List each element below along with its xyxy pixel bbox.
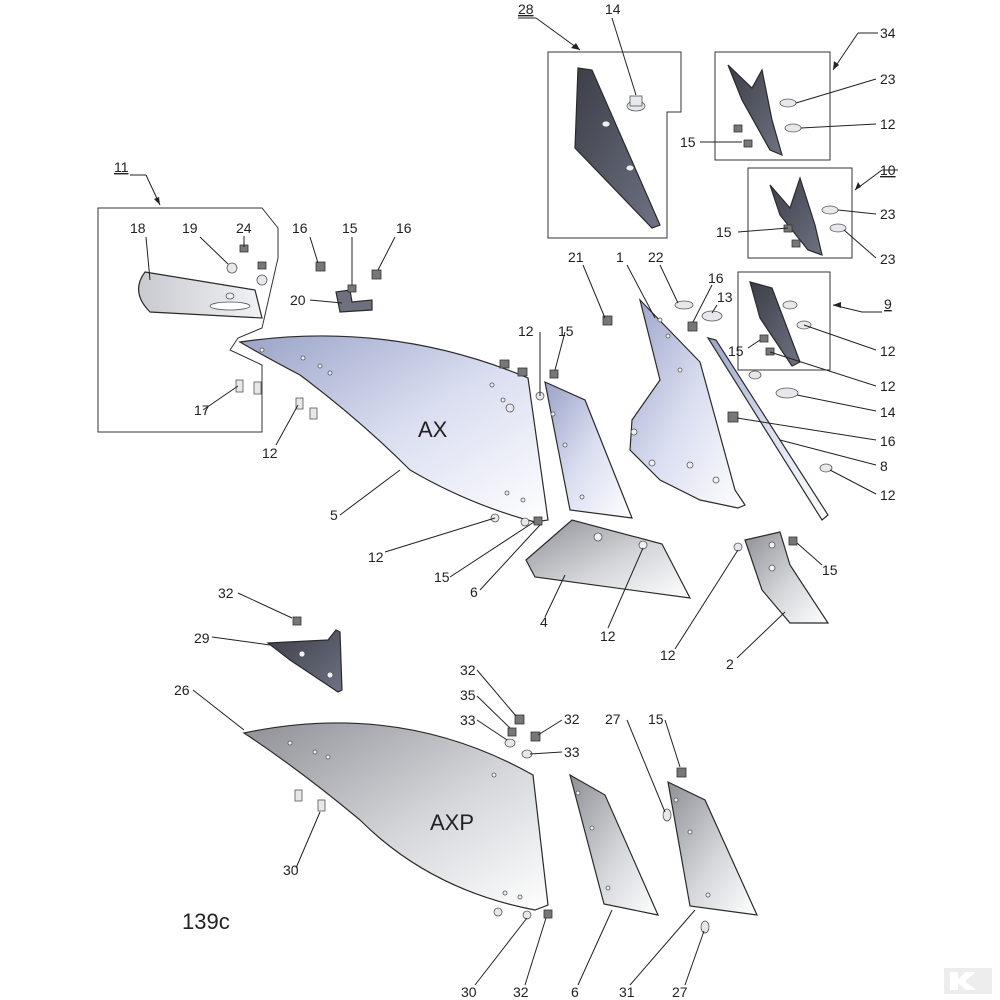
callout-12: 12 [880, 343, 896, 359]
callout-16: 16 [396, 220, 412, 236]
group-box-34 [714, 51, 831, 161]
bracket-29 [266, 616, 343, 693]
shin-6 [544, 380, 633, 519]
callout-12: 12 [262, 445, 278, 461]
callout-labels: 28 14 34 23 12 15 10 23 15 23 11 18 19 2… [114, 1, 896, 1000]
callout-22: 22 [648, 249, 664, 265]
v-blade-34 [727, 64, 783, 157]
share-4 [525, 519, 692, 599]
callout-15: 15 [342, 220, 358, 236]
callout-17: 17 [194, 402, 210, 418]
part-label-axp: AXP [430, 810, 474, 835]
callout-12: 12 [880, 487, 896, 503]
callout-33: 33 [460, 712, 476, 728]
callout-32: 32 [218, 585, 234, 601]
blade-plate-28 [574, 67, 661, 229]
hardware-frog [602, 300, 723, 332]
callout-8: 8 [880, 458, 888, 474]
bolts-17 [235, 379, 262, 395]
callout-31: 31 [619, 984, 635, 1000]
callout-28: 28 [518, 1, 534, 17]
callout-12: 12 [600, 628, 616, 644]
plate-9 [749, 281, 801, 367]
callout-27: 27 [672, 984, 688, 1000]
callout-15: 15 [716, 224, 732, 240]
callout-9: 9 [884, 296, 892, 312]
callout-12: 12 [880, 116, 896, 132]
callout-12: 12 [518, 323, 534, 339]
callout-23: 23 [880, 206, 896, 222]
callout-15: 15 [680, 134, 696, 150]
bracket-20 [315, 261, 382, 313]
callout-1: 1 [616, 249, 624, 265]
callout-4: 4 [540, 614, 548, 630]
callout-5: 5 [330, 507, 338, 523]
callout-32: 32 [564, 711, 580, 727]
callout-12: 12 [880, 378, 896, 394]
tube-18 [138, 271, 263, 319]
callout-16: 16 [708, 270, 724, 286]
callout-26: 26 [174, 682, 190, 698]
washers-19-24 [226, 244, 268, 286]
callout-6: 6 [470, 584, 478, 600]
point-2 [733, 531, 830, 624]
callout-35: 35 [460, 687, 476, 703]
callout-14: 14 [880, 404, 896, 420]
landside-8 [706, 337, 833, 521]
callout-15: 15 [648, 711, 664, 727]
callout-14: 14 [605, 1, 621, 17]
callout-23: 23 [880, 251, 896, 267]
callout-33: 33 [564, 744, 580, 760]
callout-19: 19 [182, 220, 198, 236]
callout-13: 13 [717, 289, 733, 305]
hardware-ax [295, 359, 559, 527]
callout-23: 23 [880, 71, 896, 87]
frog-1 [629, 297, 746, 509]
callout-24: 24 [236, 220, 252, 236]
shin-31 [662, 767, 758, 934]
callout-16: 16 [292, 220, 308, 236]
group-box-9 [737, 271, 831, 371]
page-code: 139c [182, 909, 230, 934]
callout-21: 21 [568, 249, 584, 265]
bolts-9 [759, 300, 812, 356]
callout-30: 30 [283, 862, 299, 878]
callout-32: 32 [460, 662, 476, 678]
group-box-11 [97, 207, 279, 433]
v-blade-10 [769, 176, 823, 256]
mouldboard-5 [238, 335, 549, 523]
callout-12: 12 [368, 549, 384, 565]
callout-16: 16 [880, 433, 896, 449]
callout-18: 18 [130, 220, 146, 236]
callout-12: 12 [660, 647, 676, 663]
shin-6-lower [569, 773, 660, 916]
callout-15: 15 [434, 569, 450, 585]
hardware-axp [294, 714, 553, 920]
callout-32: 32 [513, 984, 529, 1000]
group-box-28 [547, 51, 682, 239]
callout-20: 20 [290, 292, 306, 308]
callout-15: 15 [558, 323, 574, 339]
mouldboard-26 [242, 722, 549, 911]
callout-34: 34 [880, 25, 896, 41]
group-box-10 [747, 167, 853, 259]
callout-15: 15 [822, 562, 838, 578]
callout-30: 30 [461, 984, 477, 1000]
part-label-ax: AX [418, 417, 448, 442]
callout-2: 2 [726, 656, 734, 672]
callout-27: 27 [605, 711, 621, 727]
leader-lines [130, 17, 898, 986]
callout-15: 15 [728, 343, 744, 359]
callout-10: 10 [880, 162, 896, 178]
callout-29: 29 [194, 630, 210, 646]
callout-11: 11 [114, 159, 129, 175]
bolt-14-top [626, 95, 646, 112]
callout-6: 6 [571, 984, 579, 1000]
watermark-logo [944, 968, 992, 994]
